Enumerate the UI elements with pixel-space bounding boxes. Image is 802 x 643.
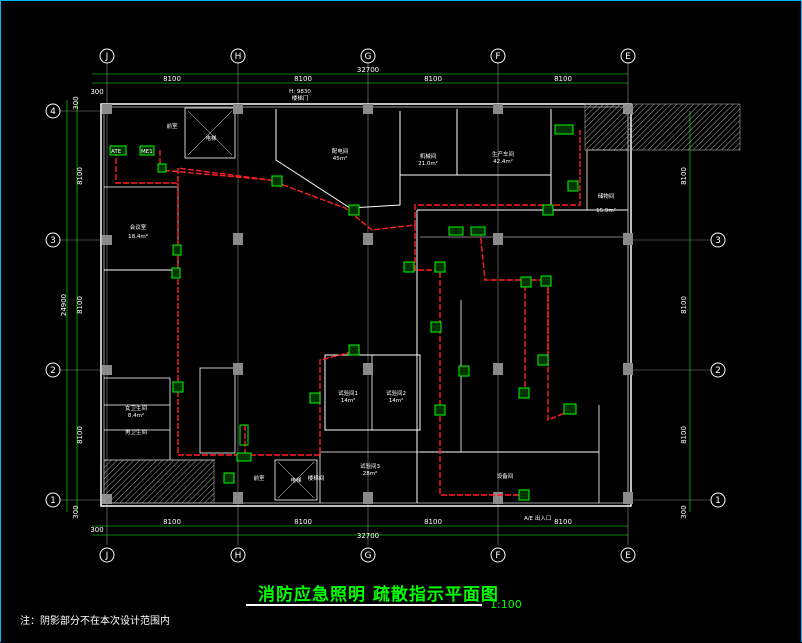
dimension-lines: [66, 73, 691, 536]
room-label-production: 生产车间: [492, 150, 514, 158]
room-label-equipment: 设备间: [497, 472, 514, 480]
axis-label-left-2: 2: [50, 366, 56, 376]
room-label-stair-height: H: 9830: [289, 89, 311, 95]
dim-left-bay-2: 8100: [76, 296, 84, 314]
room-label-meeting: 会议室: [130, 223, 147, 231]
axis-label-bottom-h: H: [235, 551, 242, 561]
drawing-note: 注：阴影部分不在本次设计范围内: [20, 616, 170, 627]
room-label-mechanical: 机械间: [420, 152, 437, 160]
drawing-scale: 1:100: [490, 598, 522, 611]
dim-left-bay-1: 8100: [76, 167, 84, 185]
dim-bottom-bay-1: 8100: [163, 518, 181, 526]
dim-bottom-bay-3: 8100: [424, 518, 442, 526]
room-label-distribution: 配电间: [332, 147, 349, 155]
exit-panel-label: ATE: [111, 149, 122, 155]
dim-left-top: 300: [72, 96, 80, 109]
dim-bottom-bay-4: 8100: [554, 518, 572, 526]
room-area-test-3: 28m²: [363, 470, 378, 477]
room-area-production: 42.4m²: [493, 158, 513, 165]
room-label-stairwell: 楼梯间: [308, 474, 325, 482]
room-label-storage: 储物间: [598, 192, 615, 200]
dim-top-bay-2: 8100: [294, 75, 312, 83]
entrance-label: A/E 出入口: [524, 514, 551, 522]
room-area-meeting: 18.4m²: [128, 233, 148, 240]
axis-label-top-g: G: [365, 52, 372, 62]
axis-label-top-h: H: [235, 52, 242, 62]
dim-top-bay-3: 8100: [424, 75, 442, 83]
room-label-test-3: 试验间3: [360, 462, 381, 470]
drawing-title-underline: [246, 578, 482, 606]
dim-left-bay-3: 8100: [76, 426, 84, 444]
axis-label-top-e: E: [625, 52, 631, 62]
room-label-test-2: 试验间2: [386, 389, 406, 397]
dimension-text-vertical: 300 8100 8100 8100 24900 300 8100 8100 8…: [60, 96, 688, 518]
room-label-elevator-bottom: 电梯: [290, 476, 302, 484]
room-label-test-1: 试验间1: [338, 389, 358, 397]
room-label-womens-wc: 女卫生间: [125, 404, 147, 412]
room-area-storage: 15.9m²: [596, 207, 616, 214]
axis-label-left-1: 1: [50, 496, 56, 506]
room-label-elevator-top: 电梯: [205, 134, 217, 142]
axis-label-bottom-e: E: [625, 551, 631, 561]
axis-bubbles-top: [45, 48, 726, 563]
axis-label-right-3: 3: [715, 236, 721, 246]
room-area-test-2: 14m²: [389, 397, 404, 404]
axis-label-top-f: F: [495, 52, 500, 62]
axis-label-bottom-f: F: [495, 551, 500, 561]
structural-columns: [102, 104, 633, 504]
room-labels: H: 9830 楼梯门 前室 电梯 配电间 45m² 机械间 21.0m² 生产…: [125, 89, 616, 484]
room-label-lobby-bottom: 前室: [253, 474, 265, 482]
dim-right-bottom: 300: [680, 505, 688, 518]
dim-bottom-bay-2: 8100: [294, 518, 312, 526]
room-area-womens-wc: 8.4m²: [128, 412, 144, 419]
symbol-labels: ATE ME1 A/E 出入口: [111, 149, 551, 522]
axis-label-right-2: 2: [715, 366, 721, 376]
axis-label-bottom-g: G: [365, 551, 372, 561]
room-label-mens-wc: 男卫生间: [125, 428, 147, 436]
dim-bottom-total: 32700: [357, 532, 379, 540]
axis-label-bottom-j: J: [105, 551, 109, 561]
room-label-lobby-top: 前室: [166, 122, 178, 130]
dim-right-bay-3: 8100: [680, 426, 688, 444]
axis-label-top-j: J: [105, 52, 109, 62]
room-label-stair-door: 楼梯门: [292, 94, 309, 102]
dim-left-bottom: 300: [72, 505, 80, 518]
dim-top-offset: 300: [90, 88, 103, 96]
room-area-test-1: 14m²: [341, 397, 356, 404]
dimension-text: 300 8100 8100 8100 8100 32700 300 8100 8…: [90, 66, 572, 540]
dim-top-total: 32700: [357, 66, 379, 74]
axis-label-left-3: 3: [50, 236, 56, 246]
dim-right-bay-2: 8100: [680, 296, 688, 314]
dim-top-bay-4: 8100: [554, 75, 572, 83]
exit-sign-label: ME1: [141, 149, 153, 155]
building-walls: [100, 103, 632, 507]
emergency-fixtures[interactable]: [109, 124, 579, 501]
axis-label-right-1: 1: [715, 496, 721, 506]
axis-labels: J H G F E J H G F E 4 3 2 1 3 2 1: [50, 52, 721, 561]
dim-left-total: 24900: [60, 294, 68, 316]
hatched-out-of-scope: [103, 103, 741, 504]
room-area-distribution: 45m²: [333, 155, 348, 162]
room-area-mechanical: 21.0m²: [418, 160, 438, 167]
dim-top-bay-1: 8100: [163, 75, 181, 83]
axis-label-left-4: 4: [50, 107, 56, 117]
emergency-wiring: [115, 130, 581, 496]
dim-bottom-offset: 300: [90, 526, 103, 534]
dim-right-bay-1: 8100: [680, 167, 688, 185]
drawing-title: 消防应急照明 疏散指示平面图: [258, 585, 499, 605]
elevator-shafts: [187, 110, 315, 499]
